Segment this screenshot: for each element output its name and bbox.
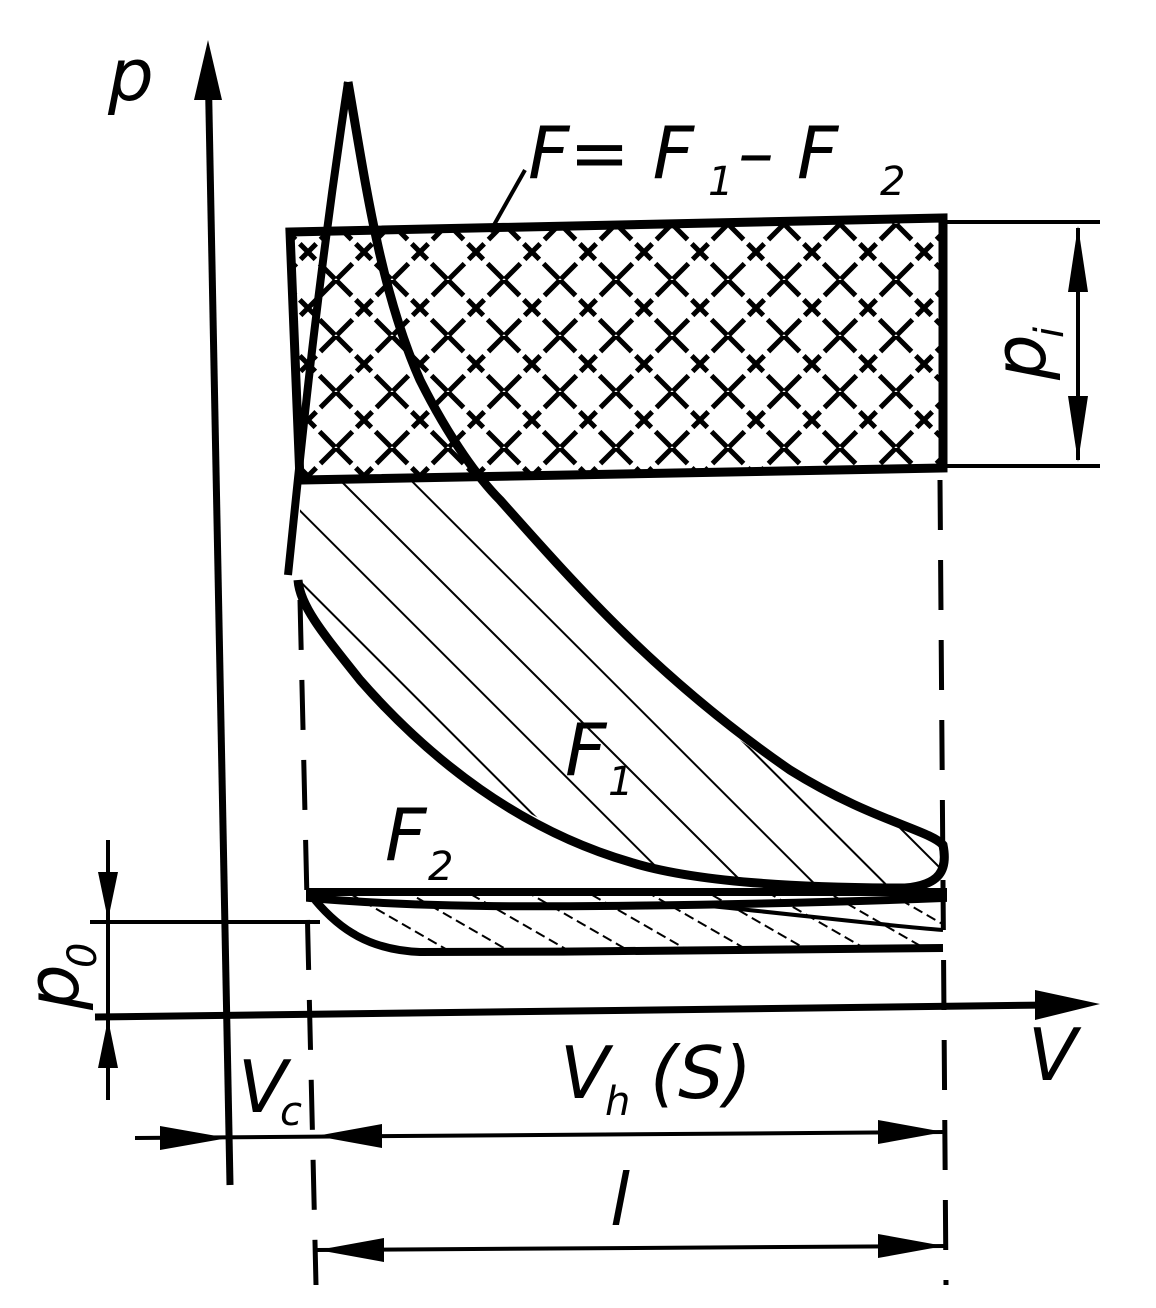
svg-text:(S): (S) <box>650 1031 752 1115</box>
p0-arrow-bottom <box>98 1019 118 1068</box>
svg-text:i: i <box>1027 327 1073 338</box>
p-axis-label: p <box>107 33 154 117</box>
svg-text:0: 0 <box>60 943 106 968</box>
p0-arrow-top <box>98 872 118 920</box>
l-arrow-right <box>878 1234 944 1258</box>
svg-text:2: 2 <box>428 844 453 890</box>
compression-curve <box>284 81 352 576</box>
vc-arrow <box>160 1126 228 1150</box>
vc-dashed-line <box>297 599 319 1286</box>
vh-arrow-right <box>878 1120 944 1144</box>
pi-label: p i <box>978 327 1073 381</box>
pumping-loop-lower <box>311 897 944 957</box>
svg-text:2: 2 <box>880 159 905 205</box>
svg-text:F= F: F= F <box>528 111 696 195</box>
v-axis-arrowhead <box>1035 990 1100 1020</box>
vc-label: V c <box>238 1045 302 1135</box>
pi-arrow-up <box>1068 226 1088 292</box>
svg-text:p: p <box>11 964 95 1011</box>
v-axis <box>94 1001 1051 1021</box>
vc-dim-line <box>134 1130 947 1140</box>
p-axis <box>204 59 234 1186</box>
vh-arrow-left <box>316 1124 382 1148</box>
l-arrow-left <box>318 1238 384 1262</box>
svg-text:F: F <box>385 793 428 877</box>
svg-text:F: F <box>565 708 608 792</box>
f-leader-line <box>488 169 527 233</box>
svg-text:h: h <box>605 1079 630 1125</box>
svg-text:p: p <box>978 334 1062 381</box>
svg-text:V: V <box>238 1045 292 1129</box>
f2-label: F 2 <box>385 793 453 890</box>
svg-text:1: 1 <box>608 759 633 805</box>
svg-text:V: V <box>560 1031 614 1115</box>
vh-label: V h (S) <box>560 1031 752 1125</box>
mean-pressure-rect-fill <box>290 218 943 480</box>
svg-text:1: 1 <box>708 159 733 205</box>
pumping-loop <box>306 888 947 911</box>
svg-text:c: c <box>280 1089 302 1135</box>
l-label: l <box>610 1158 630 1242</box>
pi-arrow-down <box>1068 396 1088 462</box>
l-dim-line <box>315 1244 947 1252</box>
f1-label: F 1 <box>565 708 633 805</box>
vh-dashed-line <box>937 479 949 1286</box>
pumping-loop-inner <box>699 903 944 932</box>
f1-area-fill <box>300 480 944 889</box>
svg-text:– F: – F <box>738 111 840 195</box>
formula-label: F= F 1 – F 2 <box>528 111 905 205</box>
p0-label: p 0 <box>11 943 106 1011</box>
v-axis-label: V <box>1028 1013 1082 1097</box>
expansion-curve <box>293 81 949 893</box>
p-axis-arrowhead <box>194 40 222 100</box>
